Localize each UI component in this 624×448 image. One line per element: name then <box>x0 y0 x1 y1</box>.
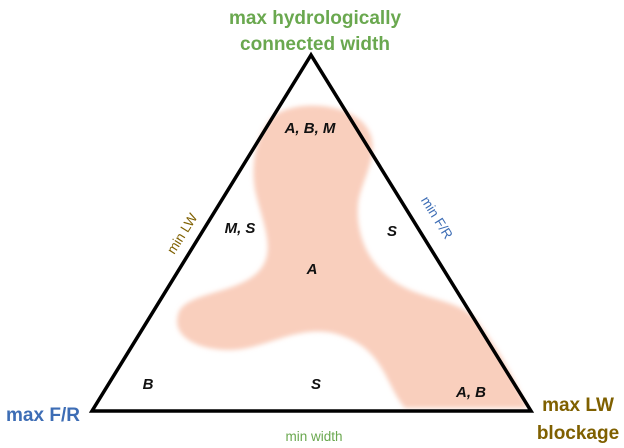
region-label-center: A <box>306 261 318 278</box>
right-vertex-label-line2: blockage <box>537 423 619 444</box>
bottom-edge-label: min width <box>285 429 342 444</box>
left-edge-label: min LW <box>164 210 201 256</box>
region-label-bottom-right: A, B <box>455 384 486 401</box>
region-label-bottom-center: S <box>311 376 321 393</box>
triangle-outline <box>88 51 535 413</box>
region-label-upper-left: M, S <box>225 220 256 237</box>
shaded-region <box>177 105 528 408</box>
region-label-top: A, B, M <box>284 120 336 137</box>
left-vertex-label: max F/R <box>6 405 80 426</box>
region-label-upper-right: S <box>387 223 397 240</box>
top-vertex-label-line1: max hydrologically <box>229 8 402 29</box>
top-vertex-label-line2: connected width <box>240 34 390 55</box>
right-vertex-label-line1: max LW <box>542 395 614 416</box>
region-label-bottom-left: B <box>143 376 154 393</box>
